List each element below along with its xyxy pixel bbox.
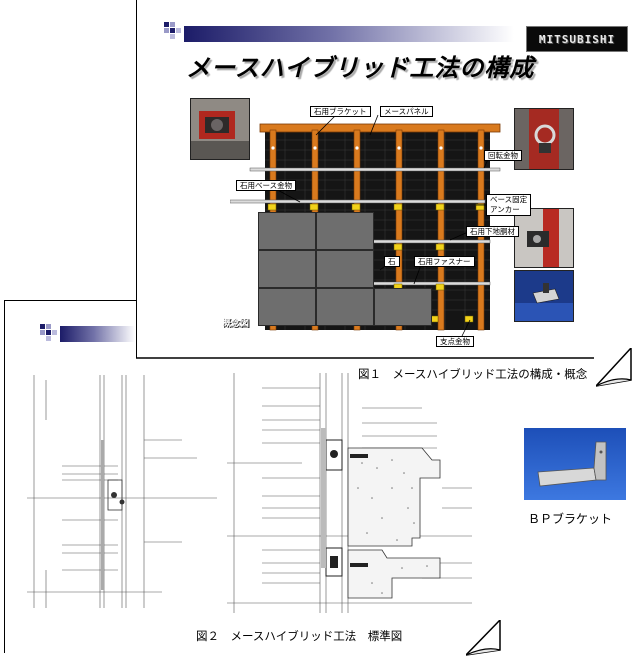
bp-bracket-label: ＢＰブラケット [528,512,613,526]
logo-text: MITSUBISHI [538,32,616,46]
callout-base-fixing-anchor-line1: ベース固定 [490,195,528,204]
callout-stone-bracket: 石用ブラケット [310,106,371,117]
figure1-caption: 図１ メースハイブリッド工法の構成・概念 [358,367,588,381]
callout-stone: 石 [384,256,400,267]
callout-base-fixing-anchor-line2: アンカー [490,205,520,214]
overview-label: 概念図 [222,319,250,329]
slide1-title: メースハイブリッド工法の構成 [186,54,535,82]
photo-rotating-fitting-top-left [190,98,250,160]
page-curl-fig1 [136,357,594,359]
figure2-caption: 図２ メースハイブリッド工法 標準図 [196,629,403,643]
mitsubishi-logo: MITSUBISHI [526,26,628,52]
bp-bracket-photo [524,428,626,500]
callout-rotating-fitting: 回転金物 [484,150,522,161]
standard-drawing-left [27,375,217,608]
callout-base-fixing-anchor: ベース固定 アンカー [486,194,532,216]
page-curl-fig2 [466,620,501,656]
photo-base-fixing-anchor [514,208,574,268]
page-curl-fig1-corner [596,348,632,387]
callout-support-fitting: 支点金物 [436,336,474,347]
callout-mace-panel: メースパネル [380,106,433,117]
standard-drawing-right [227,373,472,613]
photo-rotating-fitting-right [514,108,574,170]
callout-stone-fastener: 石用ファスナー [414,256,475,267]
photo-support-fitting [514,270,574,322]
callout-stone-base-fitting: 石用ベース金物 [236,180,297,191]
callout-stone-lower-fitting: 石用下地胴材 [466,226,519,237]
